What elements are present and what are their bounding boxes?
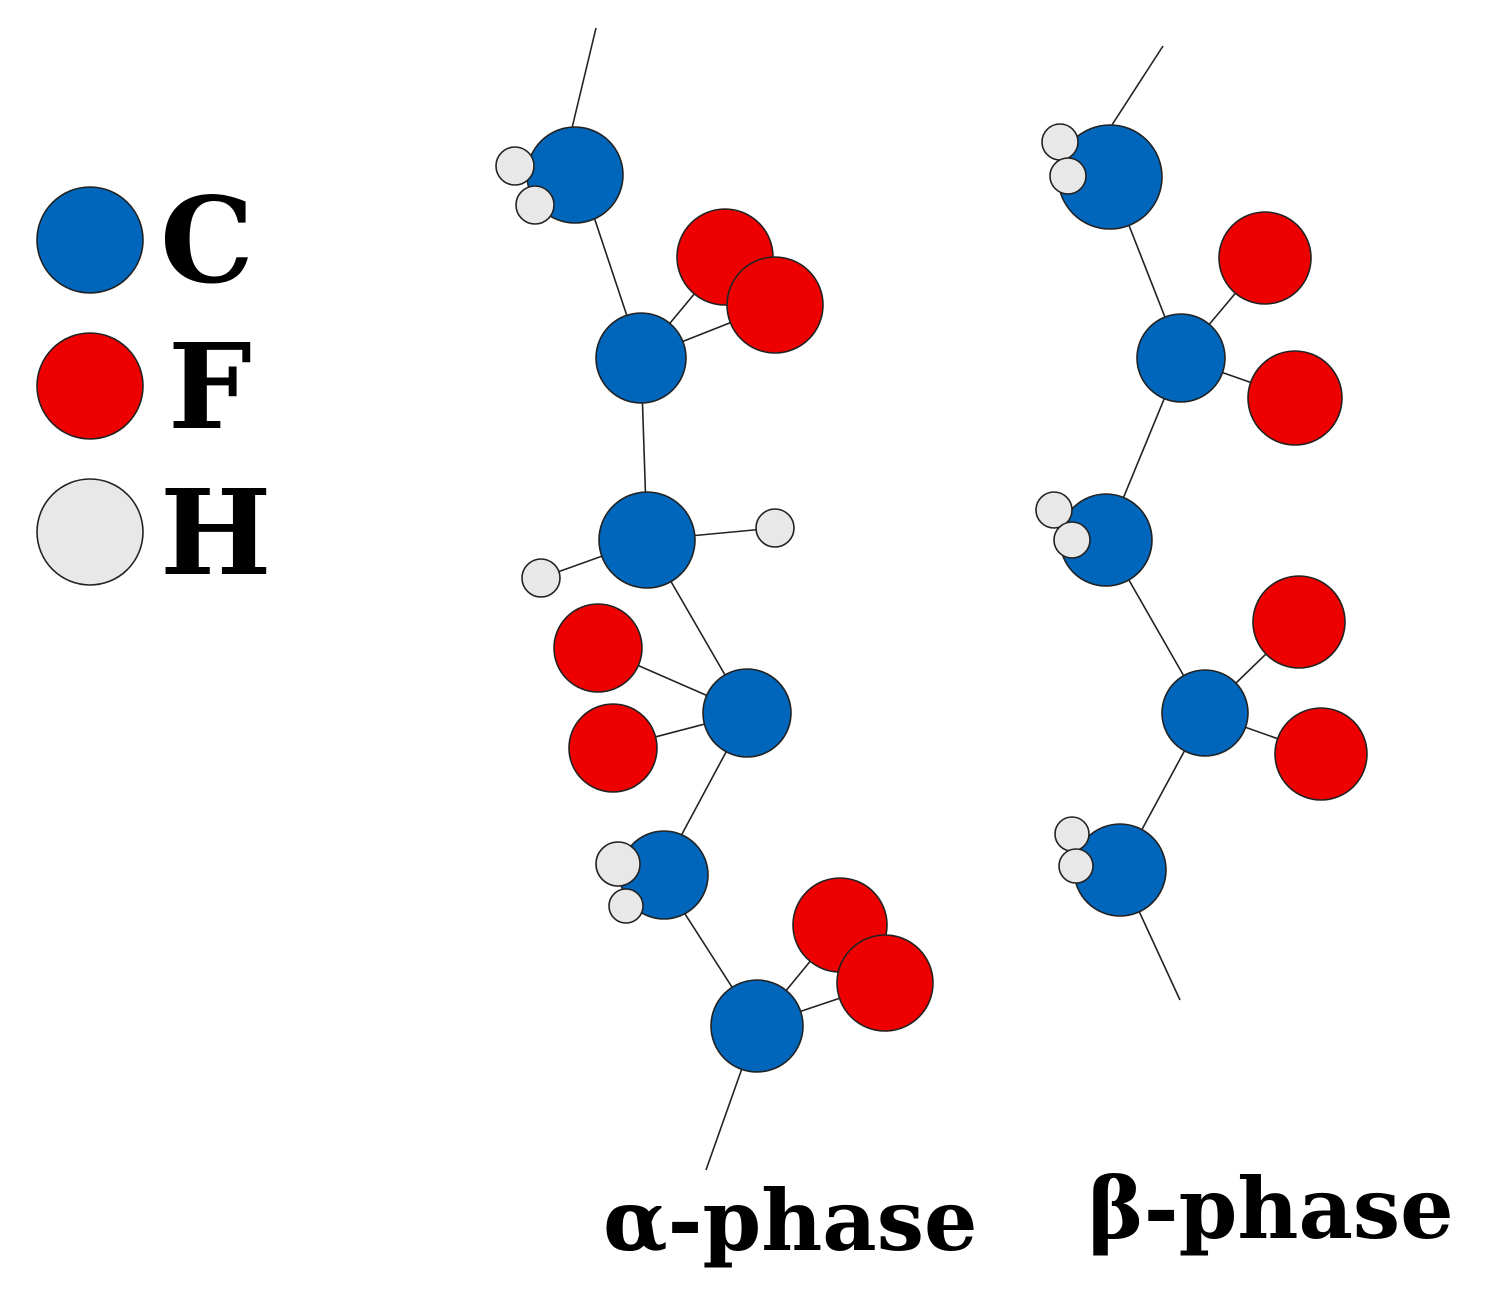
fluorine-atom: [836, 934, 934, 1032]
hydrogen-atom: [521, 558, 561, 598]
hydrogen-atom: [755, 508, 795, 548]
fluorine-atom: [1247, 350, 1343, 446]
carbon-atom: [710, 979, 804, 1073]
hydrogen-atom: [1041, 123, 1079, 161]
fluorine-atom: [1274, 707, 1368, 801]
legend-carbon-swatch: [36, 186, 144, 294]
fluorine-atom: [553, 603, 643, 693]
legend-item-carbon: C: [36, 171, 254, 310]
alpha-chain: [495, 27, 934, 1171]
hydrogen-atom: [515, 185, 555, 225]
alpha-phase-label: α-phase: [603, 1171, 977, 1270]
legend-carbon-label: C: [160, 171, 254, 310]
alpha-bond: [571, 27, 597, 129]
carbon-atom: [595, 312, 687, 404]
fluorine-atom: [726, 256, 824, 354]
carbon-atom: [702, 668, 792, 758]
carbon-atom: [1161, 669, 1249, 757]
fluorine-atom: [568, 703, 658, 793]
hydrogen-atom: [1058, 848, 1094, 884]
beta-bond: [1109, 45, 1164, 129]
beta-chain: [1035, 45, 1368, 1001]
hydrogen-atom: [1035, 491, 1073, 529]
legend-item-hydrogen: H: [36, 463, 272, 602]
carbon-atom: [598, 491, 696, 589]
beta-atoms: [1035, 123, 1368, 917]
legend-hydrogen-swatch: [36, 478, 144, 586]
legend-item-fluorine: F: [36, 317, 252, 456]
legend-fluorine-swatch: [36, 332, 144, 440]
hydrogen-atom: [495, 146, 535, 186]
hydrogen-atom: [1049, 157, 1087, 195]
fluorine-atom: [1218, 211, 1312, 305]
hydrogen-atom: [1054, 816, 1090, 852]
legend-hydrogen-label: H: [160, 463, 272, 602]
legend-fluorine-label: F: [168, 317, 252, 456]
alpha-atoms: [495, 126, 934, 1073]
hydrogen-atom: [1053, 521, 1091, 559]
hydrogen-atom: [608, 888, 644, 924]
beta-phase-label: β-phase: [1088, 1159, 1454, 1258]
fluorine-atom: [1252, 575, 1346, 669]
hydrogen-atom: [595, 841, 641, 887]
legend: C F H: [36, 171, 272, 602]
carbon-atom: [1136, 313, 1226, 403]
